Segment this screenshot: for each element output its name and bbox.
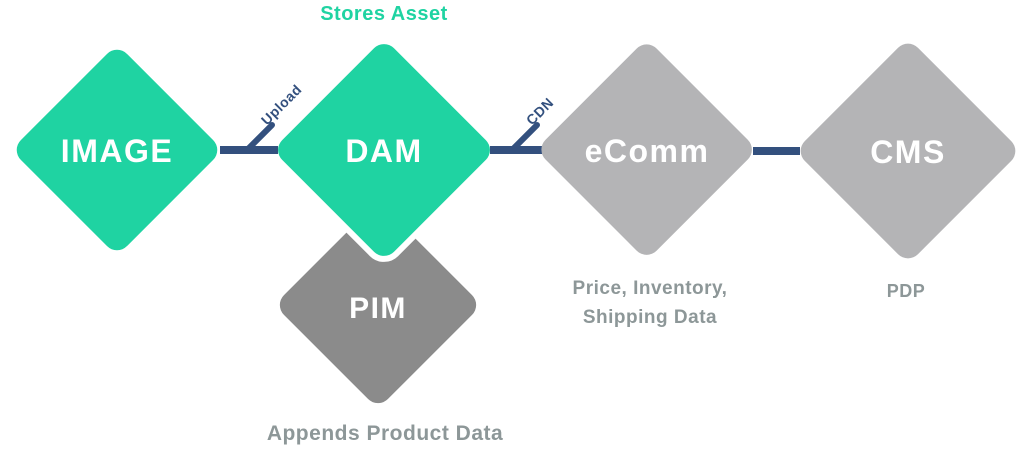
node-dam-label: DAM (345, 133, 422, 169)
caption-pdp: PDP (887, 281, 926, 301)
node-image-diamond (16, 49, 218, 251)
connector-label-cdn: CDN (523, 94, 557, 128)
node-image-label: IMAGE (61, 133, 173, 169)
caption-stores-asset: Stores Asset (320, 3, 448, 25)
node-pim-diamond (279, 206, 477, 404)
node-ecomm-diamond (541, 44, 752, 255)
caption-appends-product-data: Appends Product Data (267, 422, 503, 445)
node-dam-diamond (278, 44, 490, 256)
node-cms-label: CMS (870, 134, 946, 170)
node-pim-label: PIM (349, 292, 407, 325)
leader-cdn (509, 122, 540, 153)
node-ecomm-label: eComm (585, 133, 710, 169)
caption-ecomm-line1: Price, Inventory, (573, 278, 728, 299)
node-cms-diamond (800, 43, 1016, 259)
caption-ecomm-line2: Shipping Data (583, 307, 717, 328)
leader-upload (244, 122, 275, 153)
